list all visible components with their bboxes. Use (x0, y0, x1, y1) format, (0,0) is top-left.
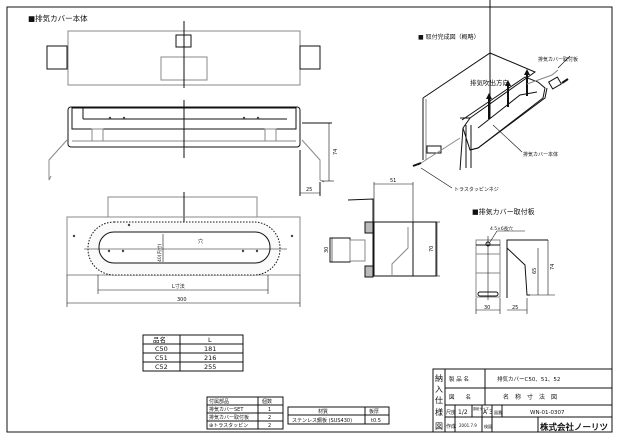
body-bottom-view (66, 192, 301, 307)
install-section-title: ■ 取付完成図（概略） (418, 33, 480, 41)
svg-text:C50: C50 (155, 345, 168, 353)
parts-table: 付属部品 個数 排気カバーSET 1 排気カバー取付板 2 ⊕トラスタッピン 2 (206, 396, 284, 430)
drawing-number: WN-01-0307 (530, 410, 565, 416)
label-exhaust-direction: 排気吹出方向 (470, 78, 509, 87)
svg-text:作成: 作成 (446, 423, 456, 430)
svg-text:216: 216 (204, 354, 216, 362)
product-name: 排気カバーC50、51、52 (497, 375, 560, 383)
svg-text:C52: C52 (155, 363, 168, 371)
bracket-hole-label: 4.5×6長穴 (490, 225, 513, 232)
svg-text:1/2: 1/2 (458, 409, 468, 416)
svg-text:個数: 個数 (262, 398, 272, 405)
company-name: 株式会社ノーリツ (540, 422, 608, 433)
dim-74: 74 (333, 149, 339, 155)
svg-text:様: 様 (435, 407, 443, 417)
sheet-frame (6, 6, 613, 433)
svg-text:付属部品: 付属部品 (209, 398, 229, 405)
body-front-view (48, 100, 334, 196)
svg-text:L: L (208, 336, 212, 344)
svg-text:図 名: 図 名 (449, 393, 471, 401)
svg-text:排気カバーSET: 排気カバーSET (209, 406, 244, 413)
svg-text:C51: C51 (155, 354, 168, 362)
svg-text:材質: 材質 (318, 408, 328, 415)
svg-text:原紙サイズ: 原紙サイズ (473, 406, 490, 411)
dim-L: L寸法 (172, 283, 185, 290)
bracket-section-title: ■排気カバー取付板 (472, 207, 535, 216)
dim-300: 300 (177, 297, 187, 303)
dim-25: 25 (306, 187, 312, 193)
label-cover-body: 排気カバー本体 (523, 151, 558, 158)
svg-text:ステンレス鋼板 (SUS430): ステンレス鋼板 (SUS430) (292, 417, 352, 424)
svg-text:図番: 図番 (494, 409, 502, 415)
hole-label: 穴 (198, 238, 203, 245)
svg-text:納: 納 (435, 373, 443, 383)
title-block: 納 入 仕 様 図 製 品 名 排気カバーC50、51、52 図 名 名 称 寸… (432, 368, 613, 433)
svg-text:255: 255 (204, 363, 216, 371)
dim-bracket-25: 25 (512, 305, 518, 311)
svg-text:A 3: A 3 (483, 409, 493, 416)
svg-text:仕: 仕 (435, 395, 443, 405)
svg-text:1: 1 (268, 407, 271, 413)
label-bracket: 排気カバー取付板 (538, 56, 578, 63)
svg-text:板厚: 板厚 (369, 408, 379, 415)
svg-text:2001.7.9: 2001.7.9 (459, 423, 477, 428)
dim-bracket-30: 30 (484, 305, 490, 311)
svg-text:⊕トラスタッピン: ⊕トラスタッピン (209, 422, 248, 429)
dim-40: 40(内寸) (156, 244, 163, 262)
svg-text:検図: 検図 (484, 423, 492, 429)
svg-text:2: 2 (268, 423, 271, 429)
material-table: 材質 板厚 ステンレス鋼板 (SUS430) t0.5 (287, 406, 390, 425)
svg-text:図: 図 (435, 422, 443, 431)
label-truss-screw: トラスタッピンネジ (454, 186, 499, 193)
body-top-view (46, 21, 321, 88)
dim-bracket-65: 65 (532, 268, 538, 274)
svg-text:t0.5: t0.5 (371, 418, 381, 424)
svg-text:品名: 品名 (153, 335, 166, 344)
dim-70: 70 (429, 246, 435, 252)
svg-text:181: 181 (204, 345, 216, 353)
svg-text:製 品 名: 製 品 名 (449, 375, 469, 383)
install-isometric (412, 0, 571, 189)
body-side-view (329, 182, 440, 278)
dim-bracket-74: 74 (550, 264, 556, 270)
bracket-drawing (475, 230, 555, 314)
drawing-name: 名 称 寸 法 図 (503, 393, 557, 401)
svg-text:排気カバー取付板: 排気カバー取付板 (209, 414, 249, 421)
dim-30: 30 (324, 247, 330, 253)
size-table: 品名 L C50 181 C51 216 C52 255 (142, 334, 244, 372)
svg-text:入: 入 (435, 385, 443, 394)
svg-text:尺度: 尺度 (446, 409, 456, 416)
dim-51: 51 (390, 178, 396, 184)
body-section-title: ■排気カバー本体 (28, 13, 88, 23)
svg-text:2: 2 (268, 415, 271, 421)
